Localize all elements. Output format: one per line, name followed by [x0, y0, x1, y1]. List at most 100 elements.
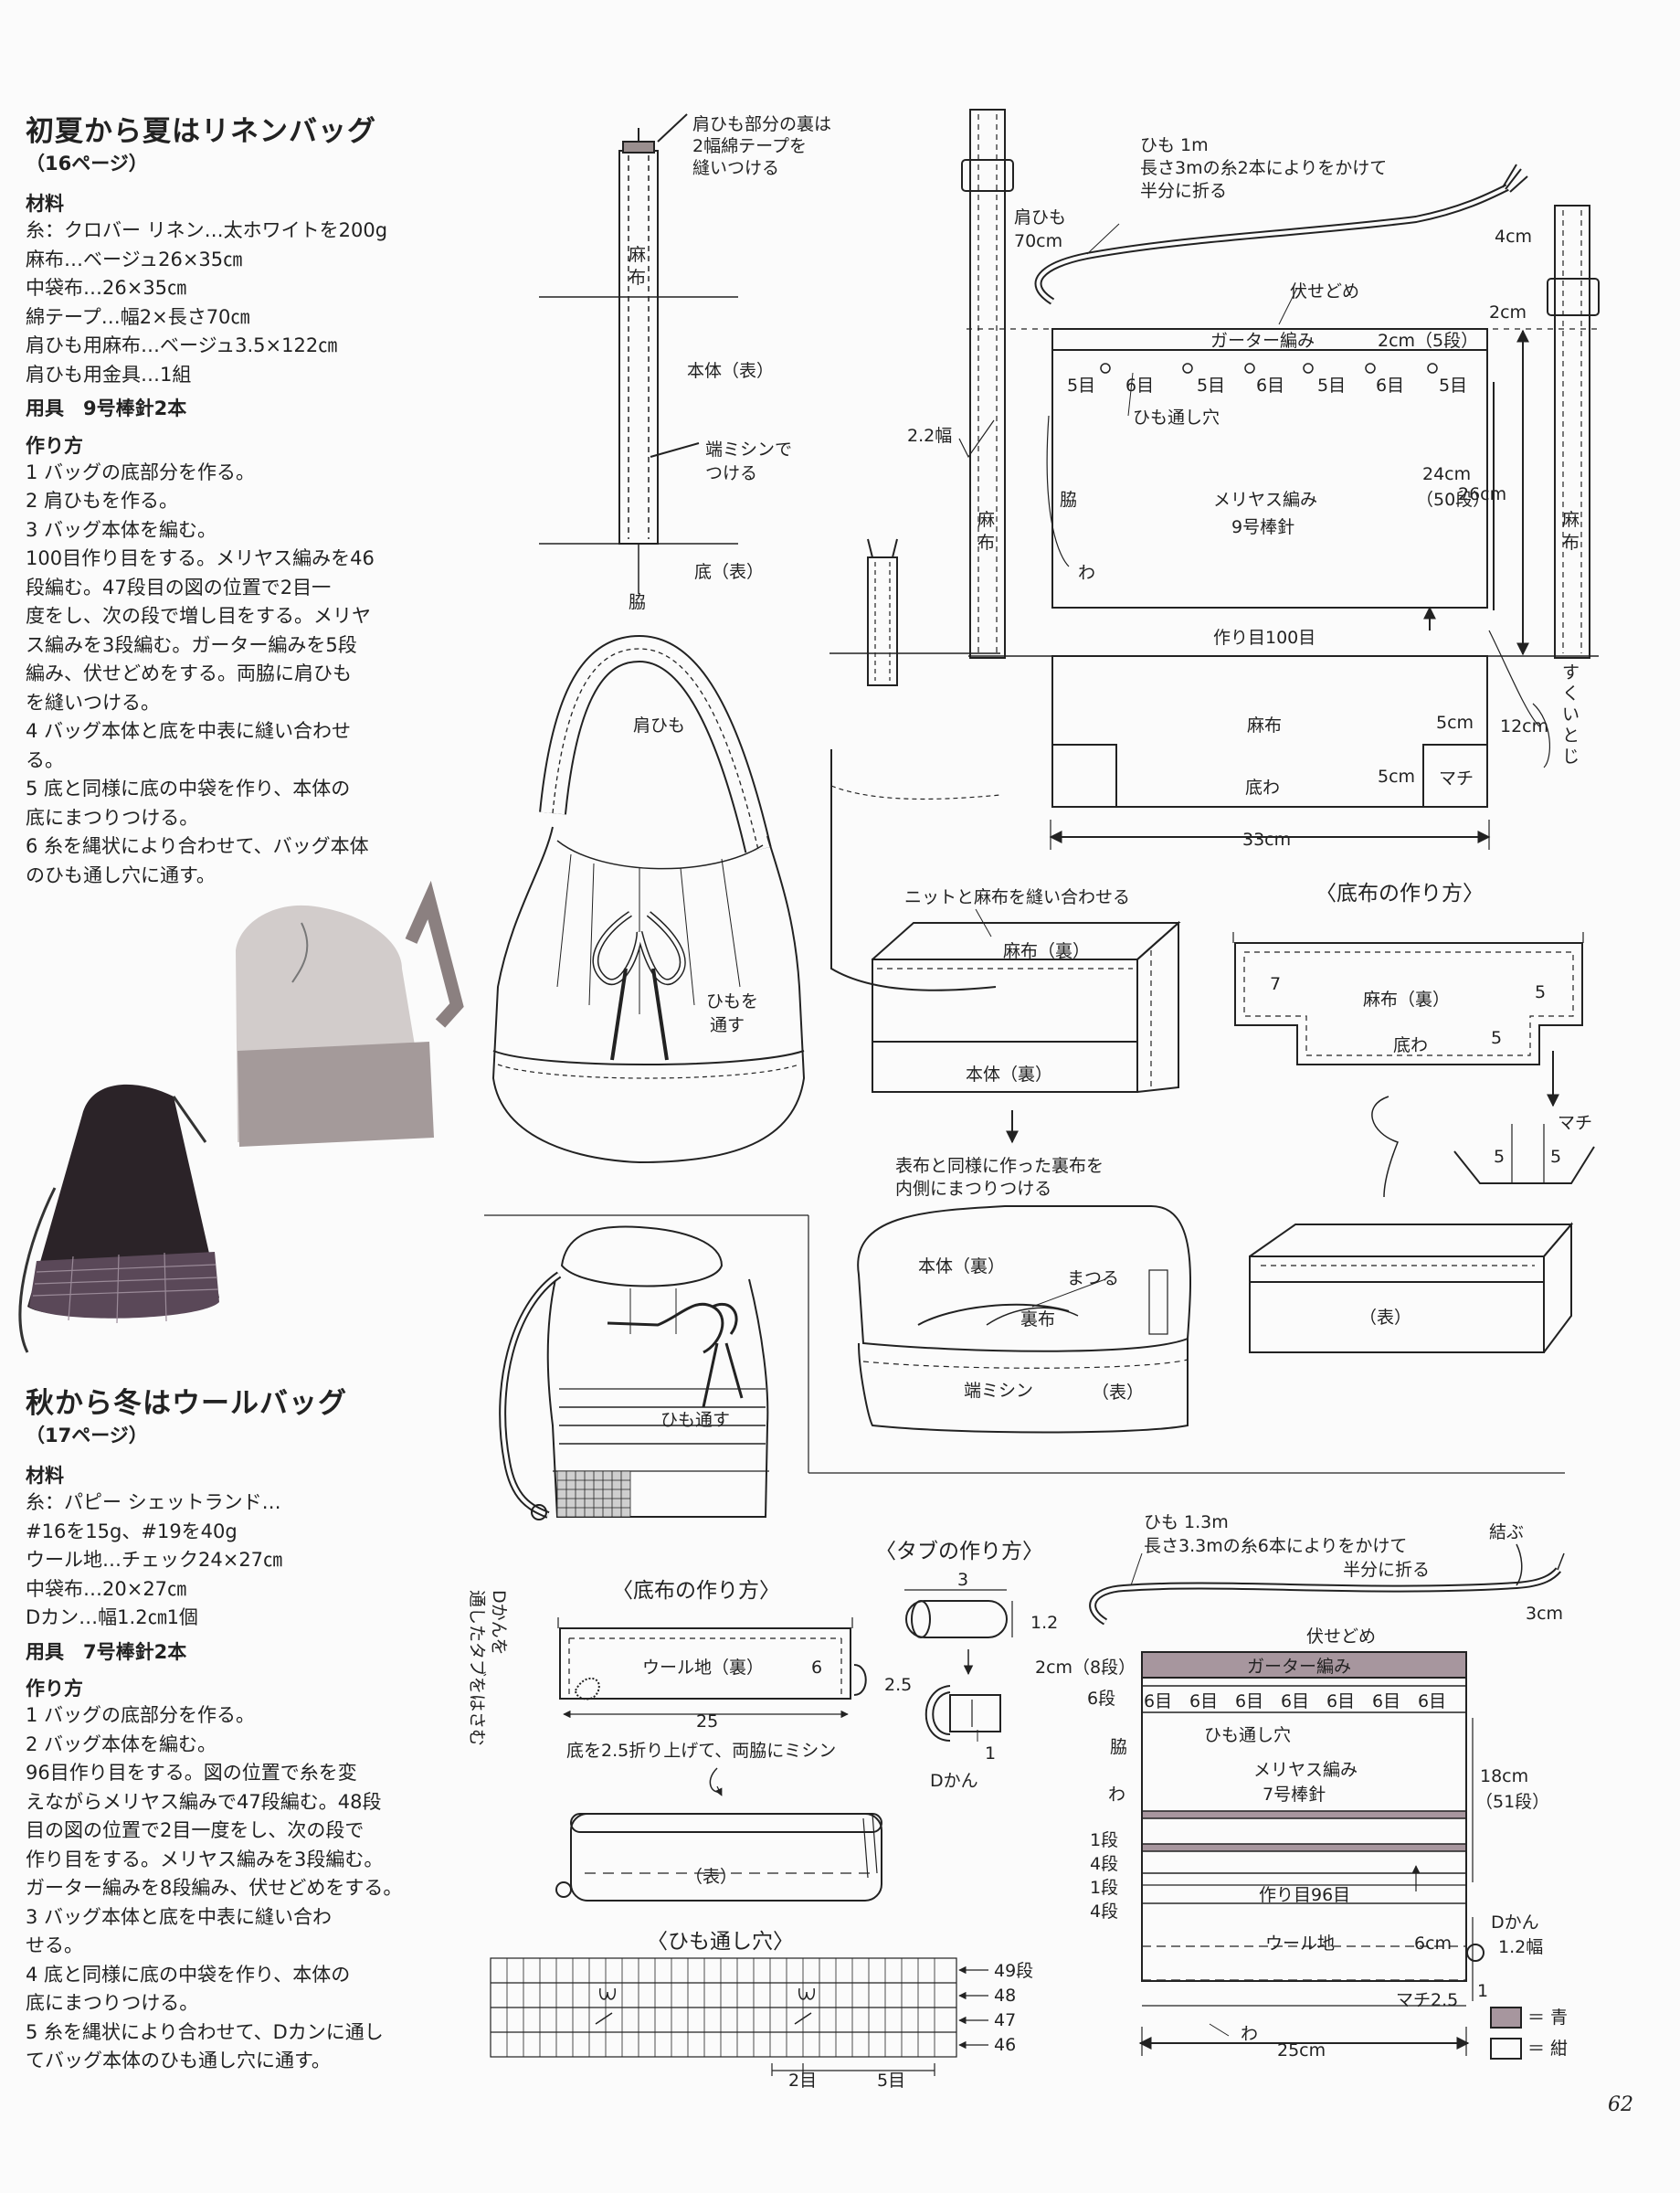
- lc-sukui: く: [1562, 683, 1580, 704]
- linen-step: ス編みを3段編む。ガーター編みを5段: [26, 633, 357, 656]
- wool-materials-heading: 材料: [26, 1465, 64, 1487]
- lc-fabric-v2: 布: [977, 533, 995, 553]
- wc-wa: わ: [1108, 1785, 1125, 1805]
- wool-instructions: 秋から冬はウールバッグ （17ページ） 材料 糸：パピー シェットランド… #1…: [26, 1380, 418, 2076]
- wc-stripe: 4段: [1090, 1854, 1118, 1874]
- wbase-n25: 25: [696, 1711, 718, 1732]
- lc-st: 6目: [1125, 376, 1154, 396]
- lb-gusset: マチ: [1558, 1113, 1592, 1133]
- lc-fabric-v1: 麻: [977, 510, 995, 530]
- ll-body-wrong2: 本体（裏）: [918, 1256, 1005, 1277]
- wool-base-steps: [555, 1617, 882, 1902]
- ll-note-2: 内側にまつりつける: [895, 1179, 1051, 1199]
- lc-gusset: マチ: [1439, 768, 1474, 789]
- hc-row: 47: [994, 2010, 1016, 2030]
- wool-material: Dカン…幅1.2㎝1個: [26, 1606, 198, 1628]
- lc-twelve: 12cm: [1500, 716, 1548, 736]
- tab-n3: 3: [957, 1570, 968, 1590]
- linen-step: 4 バッグ本体と底を中表に縫い合わせ: [26, 720, 352, 742]
- lc-sukui: と: [1562, 726, 1580, 746]
- lb-n5a: 5: [1535, 982, 1546, 1002]
- strap-note-2: 2幅綿テープを: [692, 136, 807, 156]
- lc-st: 5目: [1067, 376, 1095, 396]
- wool-step: 底にまつりつける。: [26, 1992, 199, 2014]
- wbase-side-2: 通したタブをはさむ: [467, 1590, 488, 1746]
- linen-step: のひも通し穴に通す。: [26, 863, 216, 886]
- wool-step: 作り目をする。メリヤス編みを3段編む。: [26, 1848, 384, 1870]
- strap-body: 本体（表）: [687, 361, 774, 381]
- wc-side: 脇: [1110, 1737, 1127, 1757]
- wool-bag-photo: [18, 1084, 219, 1353]
- lb-right: （表）: [1359, 1308, 1411, 1328]
- wool-bag-illustration: [499, 1225, 769, 1520]
- tab-n12: 1.2: [1030, 1613, 1058, 1633]
- linen-instructions: 初夏から夏はリネンバッグ （16ページ） 材料 糸：クロバー リネン…太ホワイト…: [26, 108, 418, 890]
- linen-lining-steps: [857, 908, 1192, 1434]
- lc-hole: ひも通し穴: [1133, 408, 1220, 428]
- lb-n5d: 5: [1550, 1147, 1561, 1167]
- linen-step: を縫いつける。: [26, 691, 160, 714]
- ll-body-wrong: 本体（裏）: [966, 1065, 1052, 1085]
- hc-row: 48: [994, 1986, 1016, 2006]
- wool-step: ガーター編みを8段編み、伏せどめをする。: [26, 1877, 403, 1899]
- wc-st: 6目: [1144, 1691, 1172, 1711]
- bag-strap-label: 肩ひも: [633, 715, 685, 736]
- lc-strap-2: 70cm: [1014, 231, 1062, 251]
- ll-matsuru: まつる: [1067, 1268, 1119, 1288]
- lc-g5b: 5cm: [1378, 767, 1415, 787]
- linen-material: 肩ひも用金具…1組: [26, 363, 192, 386]
- lc-cord-2: 長さ3mの糸2本によりをかけて: [1140, 158, 1387, 178]
- bag-detail-fragment: [829, 538, 1001, 991]
- linen-material: 綿テープ…幅2×長さ70㎝: [26, 305, 250, 328]
- lc-wa: わ: [1078, 563, 1095, 583]
- linen-step: 6 糸を縄状により合わせて、バッグ本体: [26, 835, 369, 857]
- linen-step: 1 バッグの底部分を作る。: [26, 461, 256, 483]
- wc-stripe: 1段: [1090, 1878, 1118, 1898]
- wool-tools: 用具 7号棒針2本: [26, 1640, 187, 1663]
- strap-note-3: 縫いつける: [692, 158, 779, 178]
- linen-step: 2 肩ひもを作る。: [26, 490, 179, 512]
- wc-dring-2: 1.2幅: [1498, 1937, 1543, 1957]
- lc-bottom-fabric: 麻布: [1247, 715, 1282, 736]
- wc-garter-rows: 2cm（8段）: [1035, 1658, 1136, 1678]
- strap-fabric-2: 布: [629, 268, 646, 288]
- strap-fabric-1: 麻: [629, 245, 646, 265]
- lb-fabric-wrong: 麻布（裏）: [1363, 990, 1450, 1010]
- lc-sukui: じ: [1562, 747, 1580, 767]
- lc-strap-1: 肩ひも: [1014, 207, 1066, 228]
- ll-fabric-wrong: 麻布（裏）: [1003, 941, 1090, 961]
- hc-two: 2目: [788, 2071, 817, 2091]
- linen-steps-heading: 作り方: [26, 434, 83, 457]
- hc-five: 5目: [877, 2071, 905, 2091]
- ll-lining: 裏布: [1020, 1309, 1055, 1330]
- linen-material: 肩ひも用麻布…ベージュ3.5×122㎝: [26, 334, 338, 356]
- ll-knit-sew: ニットと麻布を縫い合わせる: [904, 887, 1130, 907]
- lb-n5c: 5: [1494, 1147, 1505, 1167]
- wc-n1: 1: [1477, 1981, 1488, 2001]
- wc-six-cm: 6cm: [1414, 1933, 1452, 1954]
- wc-total-width: 25cm: [1277, 2040, 1326, 2061]
- wc-legend-blue: ＝ 青: [1527, 2008, 1568, 2028]
- lc-rows-1: 24cm: [1422, 464, 1471, 484]
- linen-step: 5 底と同様に底の中袋を作り、本体の: [26, 778, 351, 800]
- linen-bag-photo: [236, 880, 464, 1147]
- wc-dring-1: Dかん: [1491, 1912, 1539, 1933]
- wool-page-ref: （17ページ）: [26, 1425, 148, 1446]
- wc-garter: ガーター編み: [1247, 1657, 1351, 1677]
- wc-hole: ひも通し穴: [1204, 1725, 1291, 1745]
- lb-n5b: 5: [1491, 1028, 1502, 1048]
- hc-row: 46: [994, 2035, 1016, 2055]
- wool-step: えながらメリヤス編みで47段編む。48段: [26, 1790, 382, 1813]
- wool-material: 糸：パピー シェットランド…: [26, 1491, 281, 1513]
- wbase-fabric-wrong: ウール地（裏）: [642, 1658, 764, 1678]
- wc-tie: 結ぶ: [1489, 1522, 1524, 1542]
- wbase-n6: 6: [811, 1658, 822, 1678]
- wool-material: ウール地…チェック24×27㎝: [26, 1549, 283, 1571]
- wc-rows-2: （51段）: [1475, 1792, 1549, 1812]
- wc-legend-navy: ＝ 紺: [1527, 2039, 1568, 2059]
- wc-gusset: マチ2.5: [1396, 1990, 1458, 2010]
- lc-rows-2: （50段）: [1416, 490, 1490, 510]
- wc-wool: ウール地: [1265, 1933, 1335, 1954]
- linen-step: 3 バッグ本体を編む。: [26, 518, 217, 541]
- hc-row: 49段: [994, 1961, 1033, 1981]
